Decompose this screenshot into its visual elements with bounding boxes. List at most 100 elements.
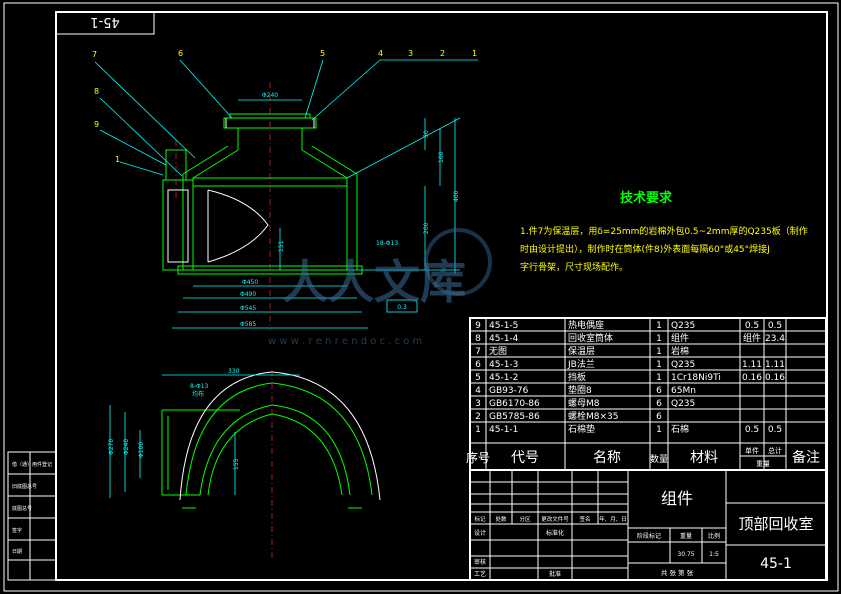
- bom-cell-name: 螺栓M8×35: [568, 410, 619, 422]
- tb-process: 工艺: [474, 570, 486, 578]
- bom-cell-no: 1: [475, 425, 481, 435]
- bom-cell-code: 45-1-5: [489, 321, 518, 331]
- callout-8: 8: [94, 87, 99, 96]
- outer-frame: [3, 2, 839, 592]
- tech-line-2: 时由设计提出），制作时在筒体(件8)外表面每隔60°或45°焊接J: [520, 243, 770, 255]
- bom-cell-total: 1.11: [765, 360, 785, 370]
- strip-item-3: 底图总号: [12, 505, 32, 512]
- callout-7: 7: [92, 50, 97, 59]
- dim-h5: 151: [278, 240, 285, 252]
- watermark-url: w w w . r e n r e n d o c . c o m: [268, 336, 422, 347]
- bom-header-qty: 数量: [650, 453, 668, 465]
- bom-cell-no: 8: [475, 334, 481, 344]
- bom-cell-name: 保温层: [568, 345, 595, 357]
- front-view: Φ240 Φ450 Φ490 Φ545 Φ585 50 100 200 400 …: [92, 49, 478, 330]
- bom-header-total: 总计: [768, 446, 782, 455]
- dim-h2: 100: [438, 151, 445, 163]
- bom-header-note: 备注: [792, 449, 820, 466]
- bom-cell-unit: 0.5: [745, 321, 759, 331]
- bom-cell-name: 回收室筒体: [568, 332, 613, 344]
- bom-cell-no: 9: [475, 321, 481, 331]
- bom-header-mat: 材料: [690, 450, 718, 466]
- callout-5: 5: [320, 49, 325, 58]
- tb-scale-label: 比例: [708, 532, 720, 540]
- tb-approve: 批准: [549, 570, 561, 578]
- bom-cell-qty: 1: [656, 321, 662, 331]
- tb-weight-value: 30.75: [677, 551, 694, 558]
- tb-label-zone: 分区: [519, 515, 531, 523]
- tb-weight-label: 重量: [680, 532, 692, 540]
- bom-cell-code: 45-1-2: [489, 373, 518, 383]
- callout-6: 6: [178, 49, 183, 58]
- bom-cell-no: 7: [475, 347, 481, 357]
- dim-side-slot: 8-Φ13: [190, 383, 209, 390]
- bom-cell-mat: Q235: [671, 360, 695, 370]
- bom-cell-code: GB6170-86: [489, 399, 540, 409]
- bom-cell-qty: 1: [656, 334, 662, 344]
- tb-title: 顶部回收室: [738, 515, 813, 533]
- dim-d1: Φ450: [242, 279, 258, 286]
- left-strip: 借（通）用件登记 旧底图总号 底图总号 签字 日期: [7, 451, 57, 581]
- bom-cell-name: 螺母M8: [568, 398, 600, 409]
- bom-cell-unit: 1.11: [742, 360, 762, 370]
- bom-cell-qty: 6: [656, 412, 662, 422]
- bom-cell-unit: 组件: [743, 332, 761, 344]
- bom-header-no: 序号: [466, 450, 490, 465]
- tb-label-count: 处数: [495, 515, 507, 523]
- bom-cell-code: 45-1-4: [489, 334, 519, 344]
- bom-header-name: 名称: [593, 450, 621, 466]
- dim-d2: Φ490: [240, 291, 256, 298]
- watermark-logo-icon: [424, 228, 492, 296]
- tb-label-date: 年、月、日: [599, 515, 627, 523]
- tb-label-sign: 签名: [579, 515, 590, 523]
- bom-cell-name: 垫圈8: [568, 384, 592, 396]
- bom-cell-mat: Q235: [671, 321, 695, 331]
- bom-cell-code: 45-1-1: [489, 425, 518, 435]
- side-view: 330 8-Φ13 均布 Φ270 Φ240 Φ100 155: [108, 368, 381, 560]
- bom-cell-code: GB5785-86: [489, 412, 540, 422]
- tb-design: 设计: [474, 529, 486, 537]
- dim-slot: 18-Φ13: [376, 240, 398, 247]
- bom-cell-mat: 石棉: [671, 423, 689, 435]
- callout-1: 1: [472, 49, 477, 58]
- bom-cell-qty: 1: [656, 360, 662, 370]
- bom-cell-code: GB93-76: [489, 386, 529, 396]
- bom-header-unit: 单件: [745, 446, 759, 455]
- dim-side-h2: Φ240: [123, 439, 130, 455]
- bom-header-code: 代号: [511, 450, 539, 466]
- inner-frame: [55, 11, 828, 581]
- bom-cell-total: 0.16: [765, 373, 785, 383]
- bom-cell-mat: 65Mn: [671, 386, 696, 396]
- bom-cell-total: 0.5: [768, 425, 782, 435]
- bom-cell-name: 石棉垫: [568, 423, 595, 435]
- bom-cell-qty: 1: [656, 425, 662, 435]
- bom-cell-name: 挡板: [568, 371, 586, 383]
- bom-cell-name: 热电偶座: [568, 319, 604, 331]
- dim-h3: 200: [423, 222, 430, 234]
- bom-cell-qty: 1: [656, 347, 662, 357]
- tech-line-1: 1.件7为保温层，用δ=25mm的岩棉外包0.5~2mm厚的Q235板（制作: [520, 225, 808, 237]
- tb-sheet: 共 张 第 张: [661, 568, 694, 577]
- tech-requirements: 技术要求 1.件7为保温层，用δ=25mm的岩棉外包0.5~2mm厚的Q235板…: [520, 190, 808, 273]
- dim-h1: 50: [423, 130, 430, 138]
- bom-cell-name: JB法兰: [567, 358, 595, 370]
- dim-side-h1: Φ270: [108, 439, 115, 455]
- strip-item-1: 借（通）用件登记: [12, 461, 52, 468]
- top-number-box: 45-1: [55, 11, 155, 35]
- bom-cell-qty: 6: [656, 399, 662, 409]
- callout-side-1: 1: [115, 155, 120, 164]
- bom-cell-qty: 1: [656, 373, 662, 383]
- tb-scale-value: 1:5: [709, 551, 719, 558]
- bom-cell-no: 2: [475, 412, 481, 422]
- dim-side-note: 均布: [192, 390, 204, 398]
- tb-standard: 标准化: [546, 529, 564, 537]
- tb-assembly: 组件: [661, 489, 693, 508]
- tech-line-3: 字行骨架，尺寸现场配作。: [520, 261, 628, 273]
- dim-h4: 400: [453, 190, 460, 202]
- watermark: 人人文库 w w w . r e n r e n d o c . c o m: [268, 228, 492, 347]
- bom-cell-no: 6: [475, 360, 481, 370]
- dim-side-r: 155: [233, 458, 240, 470]
